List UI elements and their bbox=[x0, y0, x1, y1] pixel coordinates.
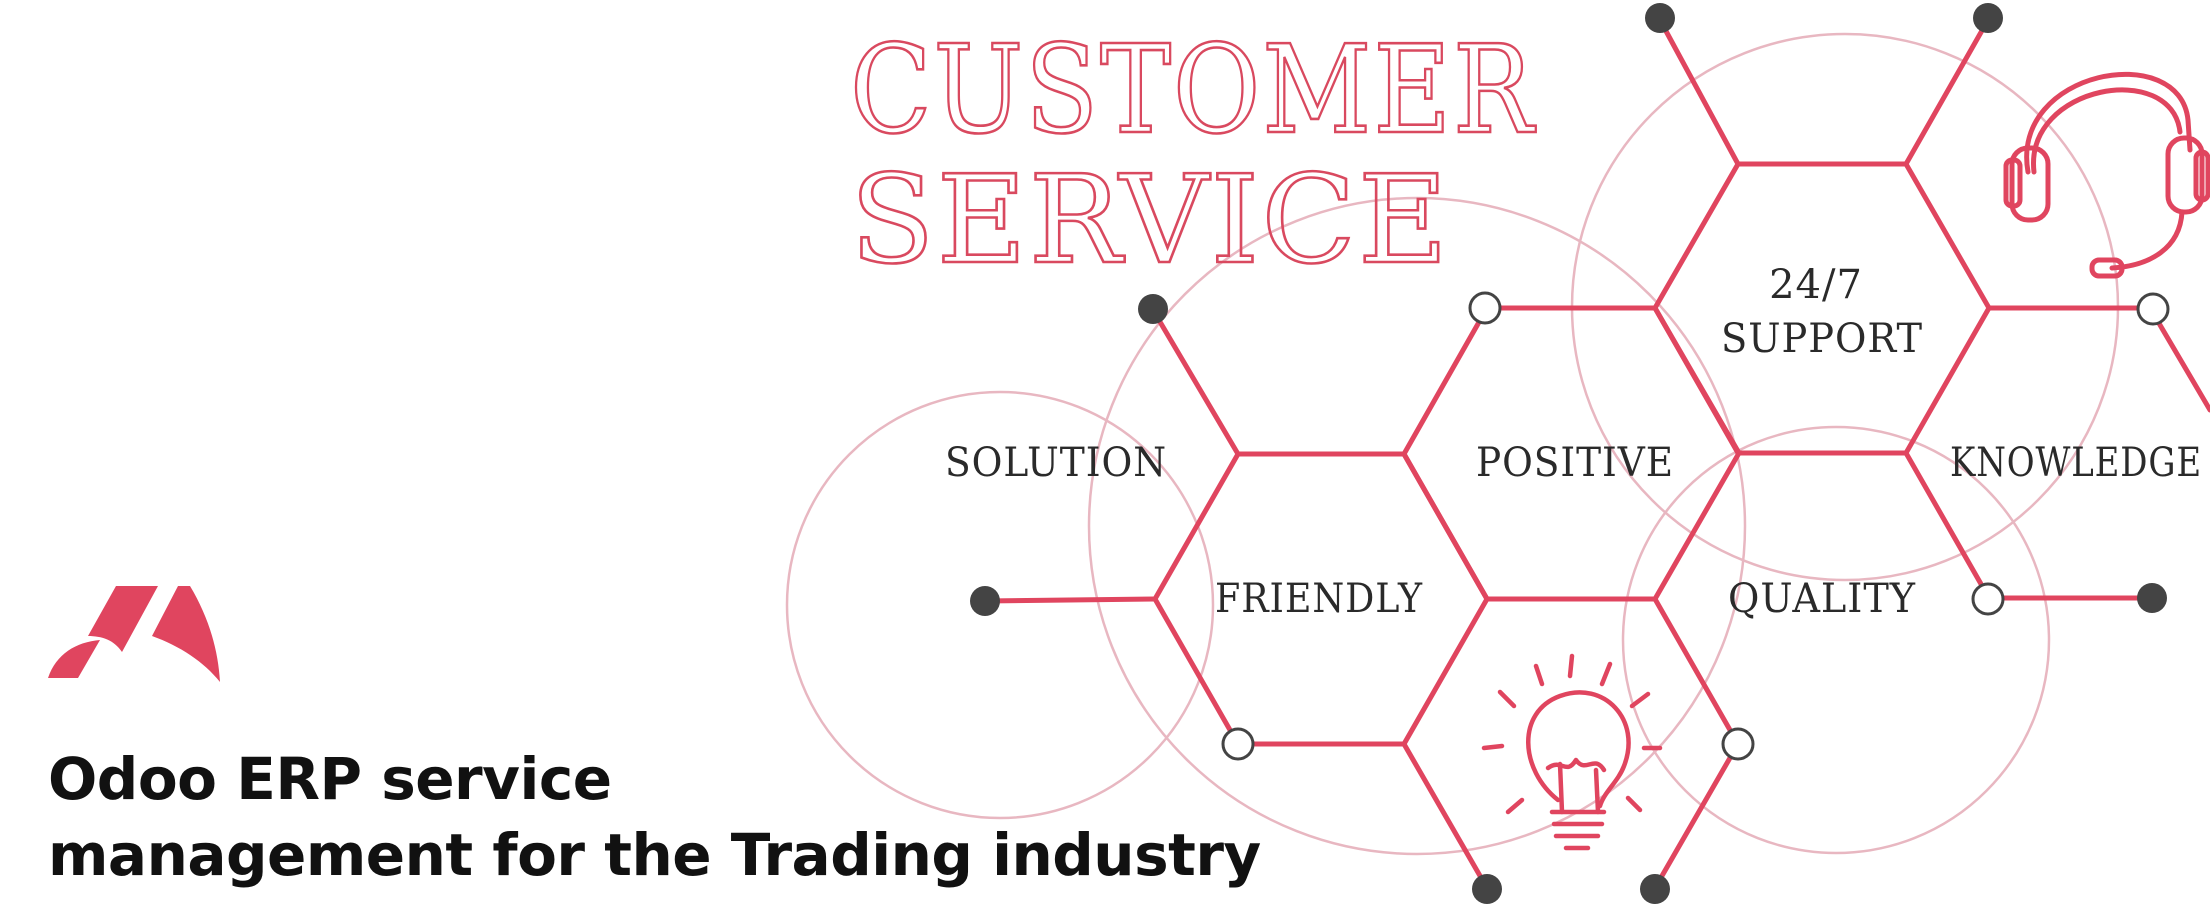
hexagon-support bbox=[1652, 161, 1992, 456]
label-quality: QUALITY bbox=[1728, 576, 1916, 622]
headline-line-1: CUSTOMER bbox=[850, 19, 1536, 161]
lightbulb-icon bbox=[1481, 653, 1663, 851]
label-support-line-2: SUPPORT bbox=[1721, 316, 1923, 362]
page-title-line-2: management for the Trading industry bbox=[48, 820, 1261, 889]
node-hollow bbox=[1221, 727, 1255, 761]
circle-center bbox=[1087, 196, 1747, 856]
node-hollow bbox=[1971, 582, 2005, 616]
label-friendly: FRIENDLY bbox=[1215, 576, 1423, 622]
hexagon-bulb bbox=[1401, 741, 1490, 891]
label-solution: SOLUTION bbox=[945, 440, 1167, 486]
brand-logo-icon bbox=[48, 586, 220, 682]
headset-icon bbox=[2003, 71, 2210, 279]
label-knowledge: KNOWLEDGE bbox=[1950, 440, 2202, 486]
node-filled bbox=[1472, 874, 1502, 904]
hexagon-labels: SOLUTION POSITIVE 24/7 SUPPORT KNOWLEDGE… bbox=[945, 262, 2202, 622]
label-support-line-1: 24/7 bbox=[1769, 262, 1863, 308]
node-filled bbox=[1138, 294, 1168, 324]
spoke bbox=[982, 596, 1158, 604]
node-hollow bbox=[2136, 292, 2170, 326]
circle-lower-right bbox=[1621, 425, 2051, 855]
page-title: Odoo ERP service management for the Trad… bbox=[48, 741, 1288, 893]
node-hollow bbox=[1468, 291, 1502, 325]
headline: CUSTOMER SERVICE bbox=[849, 18, 1536, 293]
spoke bbox=[1657, 17, 1741, 167]
spoke bbox=[1150, 307, 1241, 457]
network-nodes bbox=[970, 3, 2170, 904]
node-filled bbox=[970, 586, 1000, 616]
label-positive: POSITIVE bbox=[1476, 440, 1674, 486]
circle-left bbox=[785, 390, 1215, 820]
node-filled bbox=[2137, 583, 2167, 613]
node-filled bbox=[1973, 3, 2003, 33]
page-title-line-1: Odoo ERP service bbox=[48, 744, 612, 813]
hexagon-knowledge-top bbox=[1986, 305, 2210, 413]
spoke bbox=[1903, 17, 1991, 167]
node-filled bbox=[1640, 874, 1670, 904]
headline-line-2: SERVICE bbox=[850, 149, 1450, 291]
node-hollow bbox=[1721, 727, 1755, 761]
node-filled bbox=[1645, 3, 1675, 33]
